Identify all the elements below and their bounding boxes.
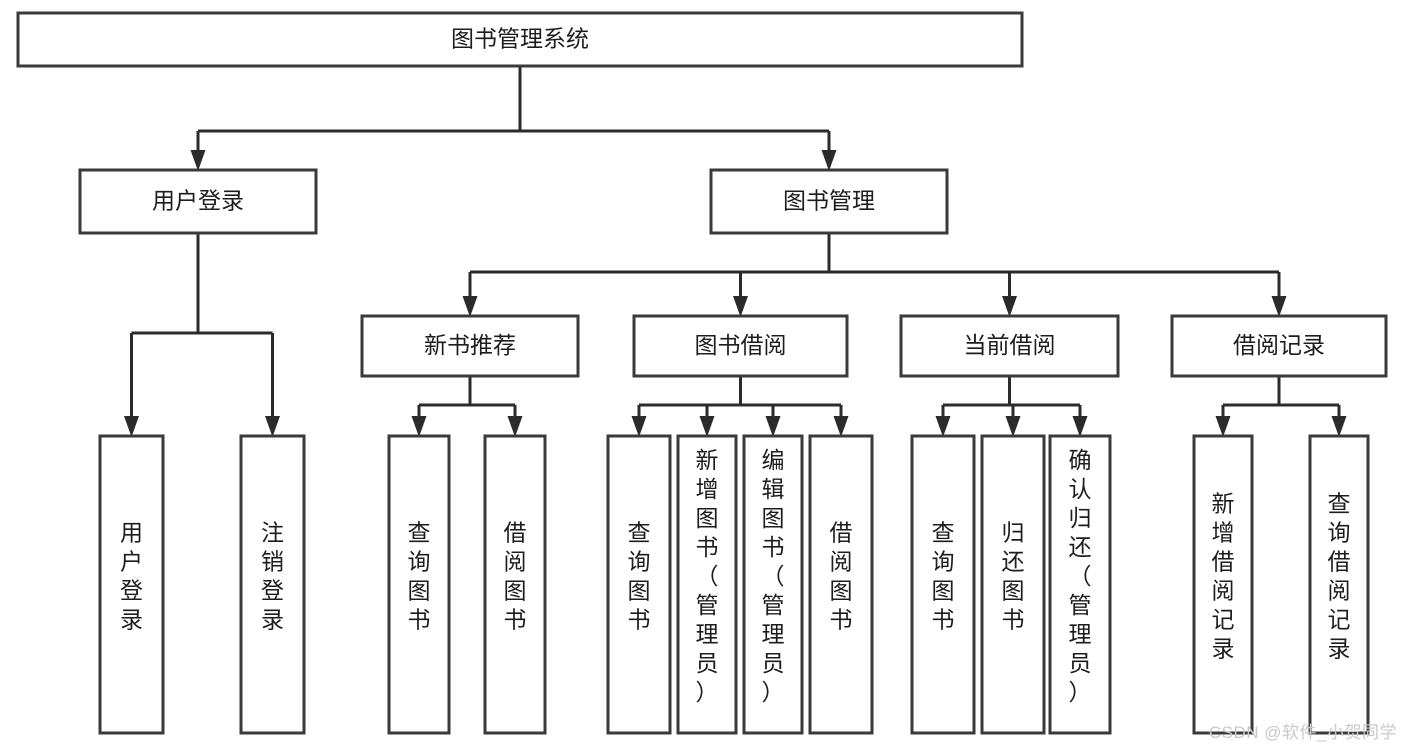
node-label: 新书推荐 — [424, 332, 516, 358]
arrow-head-icon — [765, 416, 781, 437]
node-box[interactable] — [808, 434, 874, 735]
connector-group-n-bookmgr — [462, 233, 1287, 317]
node-box[interactable] — [1192, 434, 1254, 735]
arrow-head-icon — [190, 150, 206, 171]
node-box[interactable] — [16, 11, 1024, 68]
node-l-bor-1[interactable]: 查询图书 — [606, 434, 672, 735]
node-label-vertical: 查询图书 — [408, 520, 431, 633]
node-box[interactable] — [483, 434, 547, 735]
connector-group-n-record — [1215, 376, 1347, 437]
node-l-new-2[interactable]: 借阅图书 — [483, 434, 547, 735]
connector-group-root — [190, 66, 837, 171]
node-box[interactable] — [1048, 434, 1112, 735]
node-l-bor-3[interactable]: 编辑图书（管理员） — [742, 434, 804, 735]
node-label-vertical: 查询图书 — [628, 520, 651, 633]
arrow-head-icon — [507, 416, 523, 437]
arrow-head-icon — [1005, 416, 1021, 437]
node-n-newbook[interactable]: 新书推荐 — [360, 314, 580, 378]
node-n-bookmgr[interactable]: 图书管理 — [709, 168, 949, 235]
node-label-vertical: 查询借阅记录 — [1328, 491, 1351, 662]
node-root[interactable]: 图书管理系统 — [16, 11, 1024, 68]
node-label-vertical: 归还图书 — [1002, 520, 1025, 633]
node-label-vertical: 借阅图书 — [830, 520, 853, 633]
arrow-head-icon — [1072, 416, 1088, 437]
node-box[interactable] — [239, 434, 306, 735]
arrow-head-icon — [631, 416, 647, 437]
node-l-rec-1[interactable]: 新增借阅记录 — [1192, 434, 1254, 735]
node-l-new-1[interactable]: 查询图书 — [387, 434, 451, 735]
arrow-head-icon — [833, 416, 849, 437]
arrow-head-icon — [733, 296, 748, 317]
node-box[interactable] — [910, 434, 976, 735]
node-box[interactable] — [98, 434, 165, 735]
node-box[interactable] — [387, 434, 451, 735]
node-box[interactable] — [1308, 434, 1370, 735]
node-label-vertical: 注销登录 — [261, 520, 284, 633]
node-box[interactable] — [606, 434, 672, 735]
node-label-vertical: 借阅图书 — [504, 520, 527, 633]
node-l-cur-3[interactable]: 确认归还（管理员） — [1048, 434, 1112, 735]
connector-group-n-newbook — [411, 376, 523, 437]
node-l-bor-4[interactable]: 借阅图书 — [808, 434, 874, 735]
arrow-head-icon — [462, 296, 478, 317]
arrow-head-icon — [1002, 296, 1017, 317]
node-n-current[interactable]: 当前借阅 — [899, 314, 1120, 378]
arrow-head-icon — [821, 150, 837, 171]
arrow-head-icon — [699, 416, 715, 437]
node-box[interactable] — [980, 434, 1046, 735]
node-l-rec-2[interactable]: 查询借阅记录 — [1308, 434, 1370, 735]
node-label-vertical: 查询图书 — [932, 520, 955, 633]
connector-group-n-borrow — [631, 376, 849, 437]
node-box[interactable] — [676, 434, 738, 735]
arrow-head-icon — [411, 416, 427, 437]
node-box[interactable] — [360, 314, 580, 378]
node-label: 图书管理 — [783, 188, 875, 214]
node-layer: 图书管理系统用户登录图书管理新书推荐图书借阅当前借阅借阅记录用户登录注销登录查询… — [16, 11, 1388, 735]
node-box[interactable] — [1170, 314, 1388, 378]
node-box[interactable] — [742, 434, 804, 735]
node-box[interactable] — [709, 168, 949, 235]
arrow-head-icon — [265, 416, 280, 437]
connector-group-n-user — [124, 233, 280, 437]
node-n-borrow[interactable]: 图书借阅 — [632, 314, 849, 378]
node-box[interactable] — [899, 314, 1120, 378]
arrow-head-icon — [1271, 296, 1287, 317]
node-n-record[interactable]: 借阅记录 — [1170, 314, 1388, 378]
node-l-cur-2[interactable]: 归还图书 — [980, 434, 1046, 735]
node-box[interactable] — [78, 168, 318, 235]
node-label-vertical: 新增图书（管理员） — [696, 447, 719, 705]
node-label: 用户登录 — [152, 188, 244, 214]
node-label: 当前借阅 — [964, 332, 1056, 358]
arrow-head-icon — [124, 416, 139, 437]
node-box[interactable] — [632, 314, 849, 378]
node-label: 图书管理系统 — [451, 26, 589, 52]
connector-group-n-current — [935, 376, 1088, 437]
node-label-vertical: 确认归还（管理员） — [1069, 447, 1092, 705]
arrow-head-icon — [1215, 416, 1231, 437]
node-label: 借阅记录 — [1233, 332, 1325, 358]
node-l-cur-1[interactable]: 查询图书 — [910, 434, 976, 735]
node-l-bor-2[interactable]: 新增图书（管理员） — [676, 434, 738, 735]
node-label-vertical: 用户登录 — [120, 520, 143, 633]
arrow-head-icon — [935, 416, 951, 437]
node-l-user-2[interactable]: 注销登录 — [239, 434, 306, 735]
node-label-vertical: 新增借阅记录 — [1212, 491, 1235, 662]
connector-layer — [124, 66, 1347, 437]
node-l-user-1[interactable]: 用户登录 — [98, 434, 165, 735]
node-n-user[interactable]: 用户登录 — [78, 168, 318, 235]
node-label: 图书借阅 — [695, 332, 787, 358]
arrow-head-icon — [1331, 416, 1347, 437]
node-label-vertical: 编辑图书（管理员） — [762, 447, 785, 705]
